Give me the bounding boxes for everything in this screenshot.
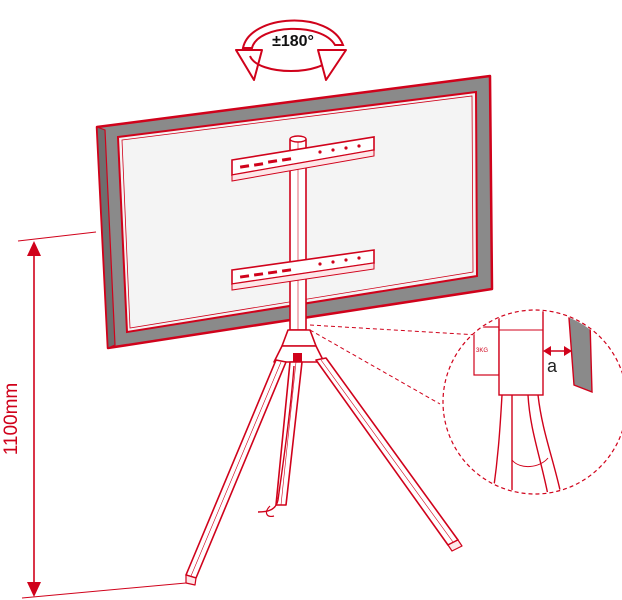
height-label: 1100mm	[1, 383, 22, 456]
rotation-indicator: ±180°	[235, 19, 347, 81]
rotation-label: ±180°	[272, 33, 314, 50]
height-dimension	[17, 231, 187, 599]
detail-stamp: 3KG	[476, 348, 488, 354]
rotate-arrows-icon	[235, 19, 347, 81]
detail-callout: 3KG a	[309, 309, 622, 495]
gap-label: a	[547, 356, 558, 376]
tripod-stand	[185, 329, 463, 586]
